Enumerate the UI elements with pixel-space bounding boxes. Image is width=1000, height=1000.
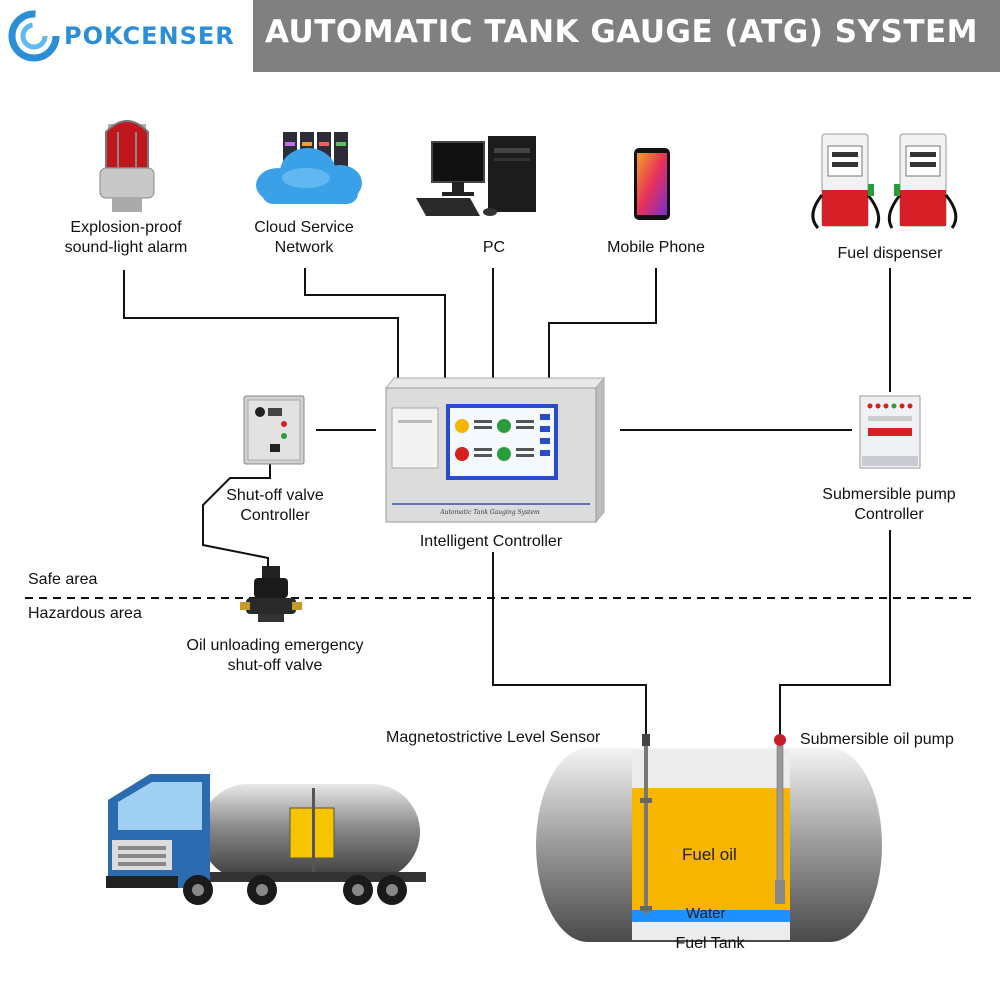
oil-pump-label: Submersible oil pump [800,731,954,748]
cloud-label-line-1: Cloud Service [254,219,354,236]
alarm-label-line-2: sound-light alarm [64,239,188,256]
hazardous-area-label: Hazardous area [28,605,142,622]
fuel-oil-label: Fuel oil [682,845,737,864]
connection-lines [123,268,891,736]
level-sensor-label: Magnetostrictive Level Sensor [386,729,601,746]
alarm-label: Explosion-proof sound-light alarm [42,218,210,258]
valve-label-line-1: Oil unloading emergency [186,637,364,654]
controller-label: Intelligent Controller [419,533,563,550]
fuel-tank [536,748,882,942]
valve-controller-label: Shut-off valve Controller [200,486,350,526]
page-title: AUTOMATIC TANK GAUGE (ATG) SYSTEM [265,14,979,50]
valve-controller-icon [243,395,305,465]
water-label: Water [686,905,726,922]
oil-pump-icon [774,734,786,904]
pump-controller-label: Submersible pump Controller [804,485,974,525]
line-alarm [123,270,399,378]
brand-swirl-icon [8,10,60,62]
intelligent-controller-device: Automatic Tank Gauging System [384,376,606,524]
alarm-label-line-1: Explosion-proof [70,219,182,236]
brand-name: POKCENSER [64,22,235,50]
cloud-label-line-2: Network [274,239,334,256]
level-sensor-icon [640,734,652,914]
dispenser-label: Fuel dispenser [837,245,943,262]
tanker-truck-icon [106,774,426,905]
alarm-icon [99,120,155,212]
pump-controller-icon [859,395,921,469]
valve-controller-label-line-1: Shut-off valve [226,487,324,504]
line-valve-cable [202,462,271,570]
title-banner: AUTOMATIC TANK GAUGE (ATG) SYSTEM [253,0,1000,72]
controller-panel-caption: Automatic Tank Gauging System [439,509,540,516]
pc-icon [416,136,536,216]
mobile-label: Mobile Phone [607,239,705,256]
fuel-dispenser-icon [811,133,958,230]
water-layer [632,910,790,922]
header: POKCENSER AUTOMATIC TANK GAUGE (ATG) SYS… [0,0,1000,72]
fuel-tank-label: Fuel Tank [675,935,745,952]
cloud-service-icon [256,132,362,204]
valve-label-line-2: shut-off valve [227,657,323,674]
line-level-sensor [492,552,647,736]
safe-area-label: Safe area [28,571,98,588]
pump-controller-label-line-1: Submersible pump [822,486,956,503]
brand-logo: POKCENSER [0,0,253,72]
line-cloud [304,268,446,378]
cloud-label: Cloud Service Network [232,218,376,258]
pump-controller-label-line-2: Controller [854,506,924,523]
valve-controller-label-line-2: Controller [240,507,310,524]
line-mobile [548,268,657,378]
mobile-phone-icon [634,148,670,220]
pc-label: PC [482,239,506,256]
line-oil-pump [779,530,891,736]
fuel-oil-layer [632,788,790,910]
shutoff-valve-icon [240,566,302,622]
valve-label: Oil unloading emergency shut-off valve [170,636,380,676]
